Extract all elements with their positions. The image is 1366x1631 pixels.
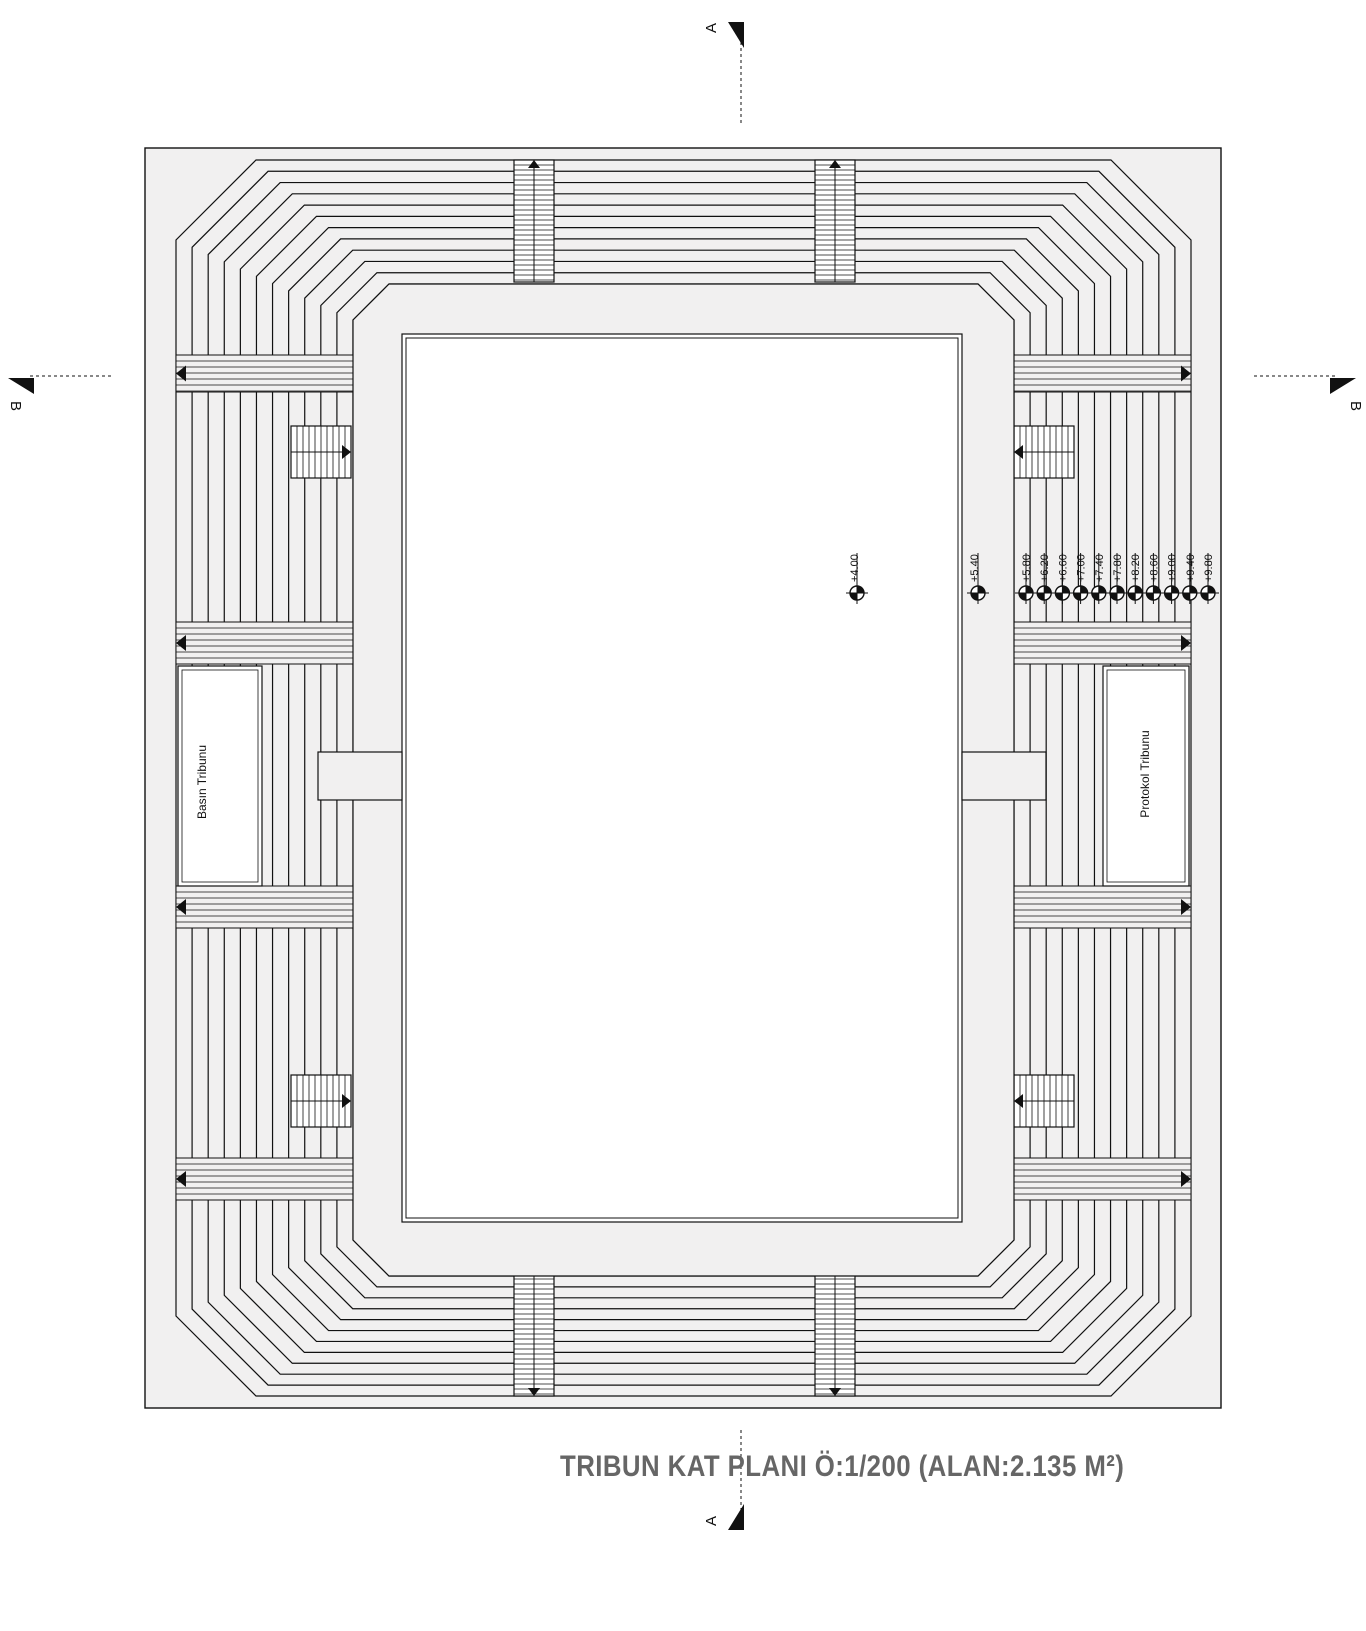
stair-arrow xyxy=(342,445,351,459)
stairways xyxy=(175,159,1192,1397)
section-arrow-a-bottom xyxy=(728,1504,744,1530)
stair-arrow xyxy=(528,160,540,168)
elevation-label-step: +9.00 xyxy=(1167,554,1179,582)
seating-row xyxy=(239,204,1128,1353)
seating-row xyxy=(304,249,1063,1310)
elevation-label-step: +8.60 xyxy=(1148,554,1160,582)
elevation-label-step: +6.60 xyxy=(1057,554,1069,582)
elevation-label-step: +6.20 xyxy=(1039,554,1051,582)
drawing-title: TRIBUN KAT PLANI Ö:1/200 (ALAN:2.135 M²) xyxy=(560,1450,1125,1483)
press-stand-label: Basın Tribunu xyxy=(195,745,209,819)
aisle-band xyxy=(1013,354,1192,393)
aisle-band xyxy=(175,354,354,393)
aisle-band xyxy=(175,1157,354,1201)
elevation-label-step: +7.00 xyxy=(1076,554,1088,582)
seating-row xyxy=(223,193,1144,1364)
elevation-markers: +4.00 +5.40 +5.80 +6.20 +6.60 +7.00 +7.40 +7.… xyxy=(846,553,1219,604)
stair-arrow xyxy=(1014,445,1023,459)
tunnel-left xyxy=(317,751,403,801)
stair-arrow xyxy=(342,1094,351,1108)
aisle-arrow xyxy=(1181,365,1191,382)
elevation-label-step: +5.80 xyxy=(1021,554,1033,582)
protocol-stand-inner xyxy=(1106,669,1186,883)
protocol-stand-label: Protokol Tribunu xyxy=(1138,730,1152,817)
press-stand-inner xyxy=(181,669,259,883)
aisle-band xyxy=(1013,1157,1192,1201)
stair-arrow xyxy=(829,160,841,168)
elevation-label-step: +9.80 xyxy=(1203,554,1215,582)
section-markers: A A B B xyxy=(7,22,1364,1530)
seating-row xyxy=(255,215,1112,1343)
section-arrow-b-left xyxy=(8,378,34,394)
section-label-a-bottom: A xyxy=(703,1516,720,1526)
playing-field xyxy=(317,283,1047,1277)
section-label-b-left: B xyxy=(7,401,24,411)
seating-row xyxy=(191,170,1176,1386)
section-label-b-right: B xyxy=(1347,401,1364,411)
special-stands: Basın Tribunu Protokol Tribunu xyxy=(177,665,1190,887)
aisle-band xyxy=(175,621,354,665)
section-arrow-b-right xyxy=(1330,378,1356,394)
elevation-label-step: +8.20 xyxy=(1130,554,1142,582)
seating-row xyxy=(288,238,1079,1321)
press-stand xyxy=(177,665,263,887)
aisle-arrow xyxy=(1181,899,1191,915)
elevation-label-step: +9.40 xyxy=(1185,554,1197,582)
elevation-label-step: +7.80 xyxy=(1112,554,1124,582)
section-arrow-a-top xyxy=(728,22,744,48)
aisle-arrow xyxy=(1181,1171,1191,1187)
tunnel-right xyxy=(961,751,1047,801)
stair-arrow xyxy=(829,1388,841,1396)
elevation-label-field: +4.00 xyxy=(849,554,861,582)
aisle-arrow xyxy=(1181,635,1191,651)
aisle-arrow xyxy=(176,1171,186,1187)
stair-arrow xyxy=(528,1388,540,1396)
stair-arrow xyxy=(1014,1094,1023,1108)
elevation-label-step: +7.40 xyxy=(1094,554,1106,582)
aisle-arrow xyxy=(176,899,186,915)
seating-row xyxy=(271,227,1096,1332)
aisle-arrow xyxy=(176,635,186,651)
protocol-stand xyxy=(1102,665,1190,887)
seating-row xyxy=(207,181,1160,1375)
aisle-band xyxy=(1013,885,1192,929)
aisle-arrow xyxy=(176,365,186,382)
elevation-label-concourse: +5.40 xyxy=(969,554,981,582)
field-inner-edge xyxy=(405,337,959,1219)
seating-row xyxy=(175,159,1192,1397)
section-label-a-top: A xyxy=(703,23,720,33)
